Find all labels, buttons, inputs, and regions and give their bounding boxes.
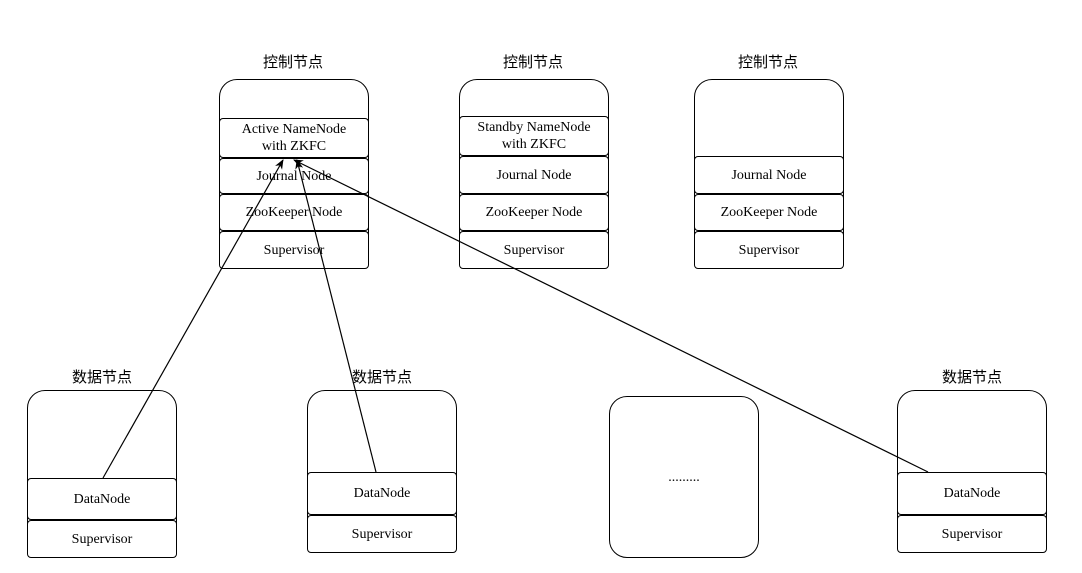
supervisor-cell: Supervisor [459, 231, 609, 269]
data-node-1-title: 数据节点 [71, 368, 132, 386]
journal-node-cell: Journal Node [219, 158, 369, 194]
supervisor-cell: Supervisor [27, 520, 177, 558]
ellipsis-text: ......... [668, 470, 700, 485]
control-node-3-title: 控制节点 [737, 53, 798, 71]
supervisor-cell: Supervisor [897, 515, 1047, 553]
zookeeper-node-cell: ZooKeeper Node [219, 194, 369, 231]
zookeeper-node-cell: ZooKeeper Node [459, 194, 609, 231]
supervisor-cell: Supervisor [307, 515, 457, 553]
datanode-cell: DataNode [27, 478, 177, 520]
datanode-cell: DataNode [307, 472, 457, 515]
data-node-4-title: 数据节点 [941, 368, 1002, 386]
data-node-2-title: 数据节点 [351, 368, 412, 386]
standby-namenode-cell: Standby NameNode with ZKFC [459, 116, 609, 156]
supervisor-cell: Supervisor [219, 231, 369, 269]
active-namenode-cell: Active NameNode with ZKFC [219, 118, 369, 158]
control-node-1-title: 控制节点 [262, 53, 323, 71]
journal-node-cell: Journal Node [694, 156, 844, 194]
supervisor-cell: Supervisor [694, 231, 844, 269]
control-node-2-title: 控制节点 [502, 53, 563, 71]
journal-node-cell: Journal Node [459, 156, 609, 194]
zookeeper-node-cell: ZooKeeper Node [694, 194, 844, 231]
datanode-cell: DataNode [897, 472, 1047, 515]
